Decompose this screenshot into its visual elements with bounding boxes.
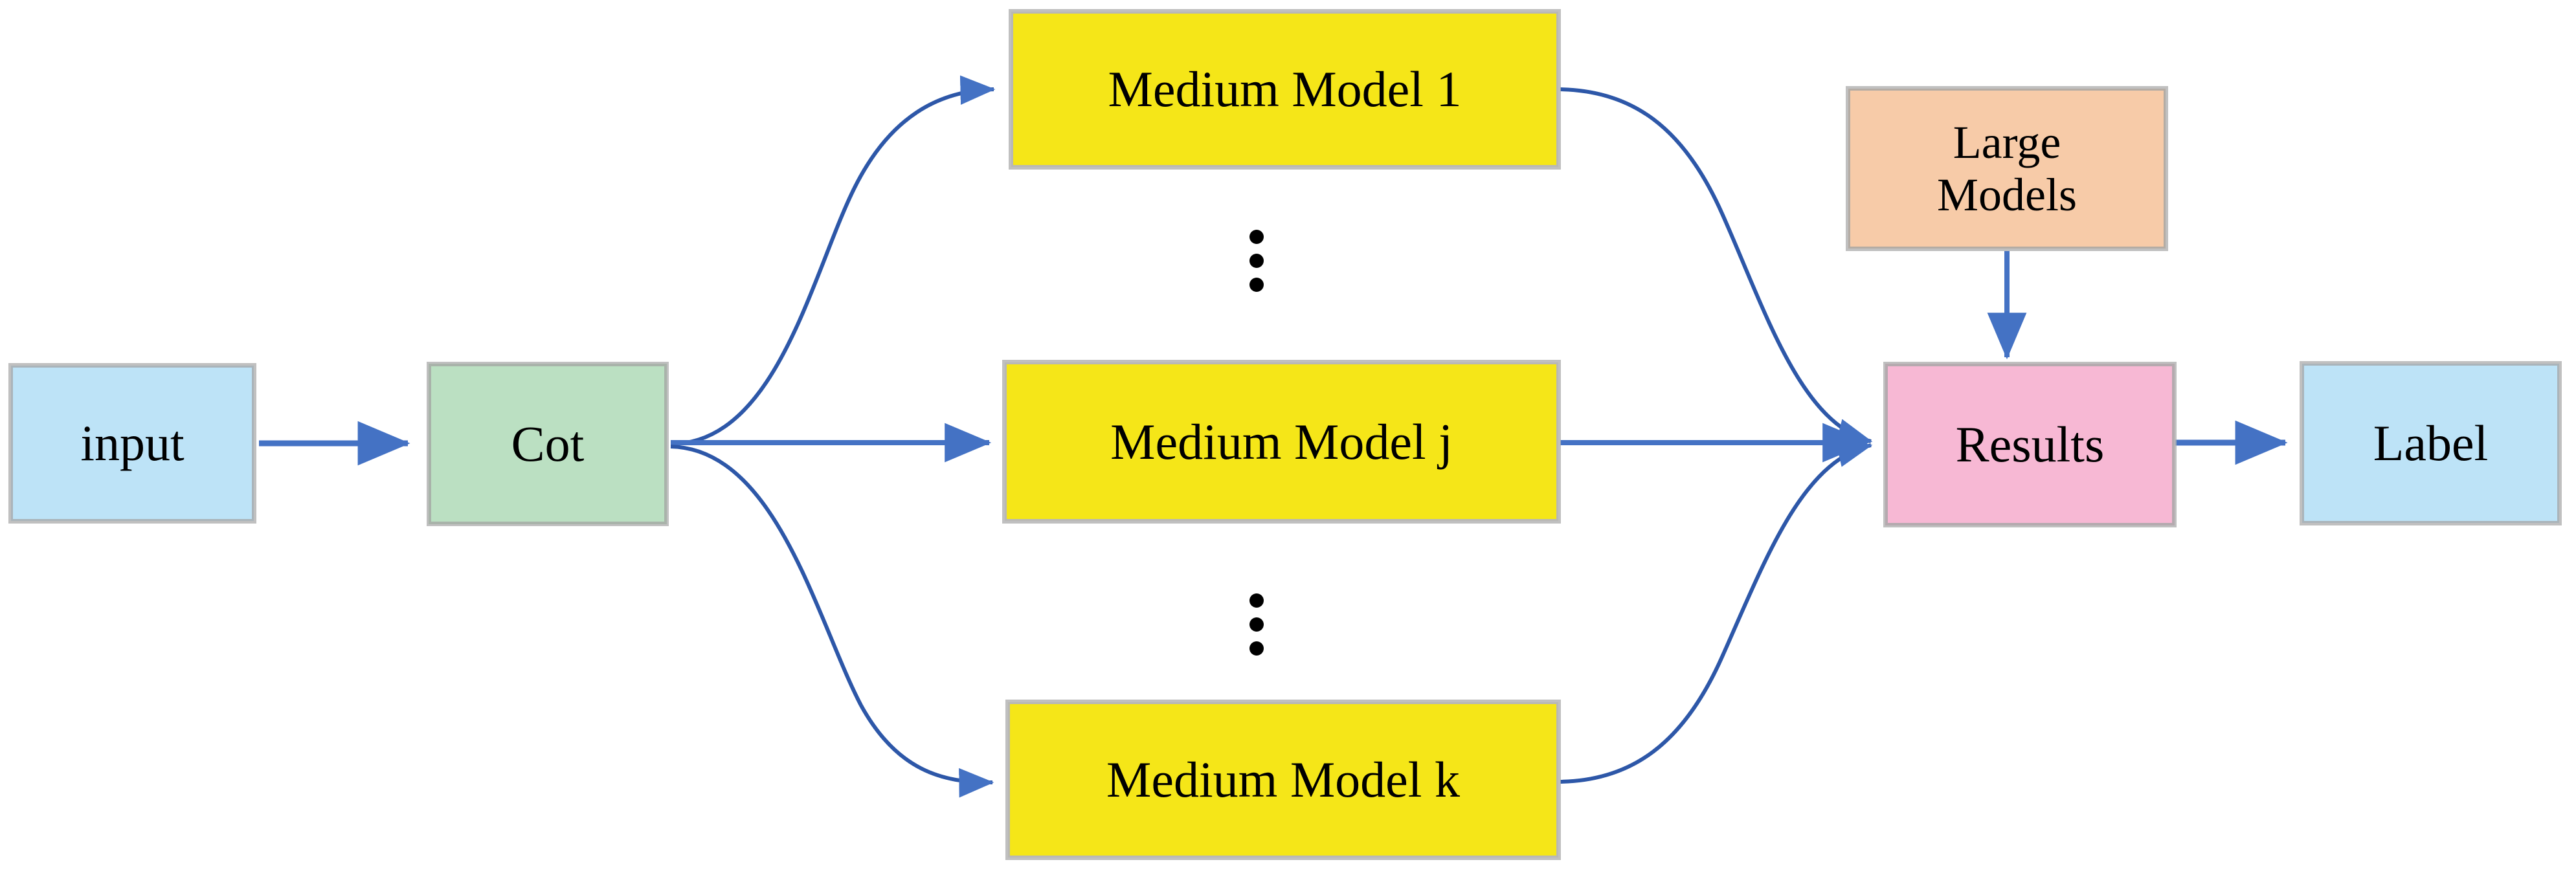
- node-input-label: input: [80, 415, 185, 472]
- ellipsis-dot: [1249, 230, 1264, 244]
- node-input[interactable]: input: [8, 363, 256, 524]
- node-results-label: Results: [1955, 416, 2105, 473]
- node-label[interactable]: Label: [2300, 361, 2562, 525]
- ellipsis-dot: [1249, 617, 1264, 632]
- vertical-ellipsis-icon-lower: [1249, 593, 1264, 656]
- node-cot[interactable]: Cot: [427, 362, 669, 526]
- ellipsis-dot: [1249, 593, 1264, 608]
- node-large-models[interactable]: Large Models: [1846, 86, 2168, 251]
- edge-medium-model-1-to-results: [1560, 87, 1873, 448]
- node-large-models-label: Large Models: [1937, 116, 2077, 221]
- edge-cot-to-medium-model-1: [670, 75, 996, 446]
- ellipsis-dot: [1249, 278, 1264, 292]
- node-medium-model-j-label: Medium Model j: [1110, 413, 1453, 470]
- edge-cot-to-medium-model-k: [670, 445, 994, 798]
- node-label-label: Label: [2373, 415, 2489, 472]
- node-results[interactable]: Results: [1883, 362, 2177, 527]
- ellipsis-dot: [1249, 254, 1264, 268]
- node-cot-label: Cot: [511, 415, 585, 472]
- node-medium-model-k-label: Medium Model k: [1106, 751, 1460, 808]
- node-medium-model-k[interactable]: Medium Model k: [1005, 700, 1561, 860]
- vertical-ellipsis-icon-upper: [1249, 230, 1264, 292]
- node-medium-model-j[interactable]: Medium Model j: [1002, 360, 1561, 524]
- ellipsis-dot: [1249, 641, 1264, 656]
- node-medium-model-1[interactable]: Medium Model 1: [1009, 9, 1561, 170]
- edge-medium-model-k-to-results: [1560, 438, 1873, 784]
- node-medium-model-1-label: Medium Model 1: [1108, 61, 1462, 118]
